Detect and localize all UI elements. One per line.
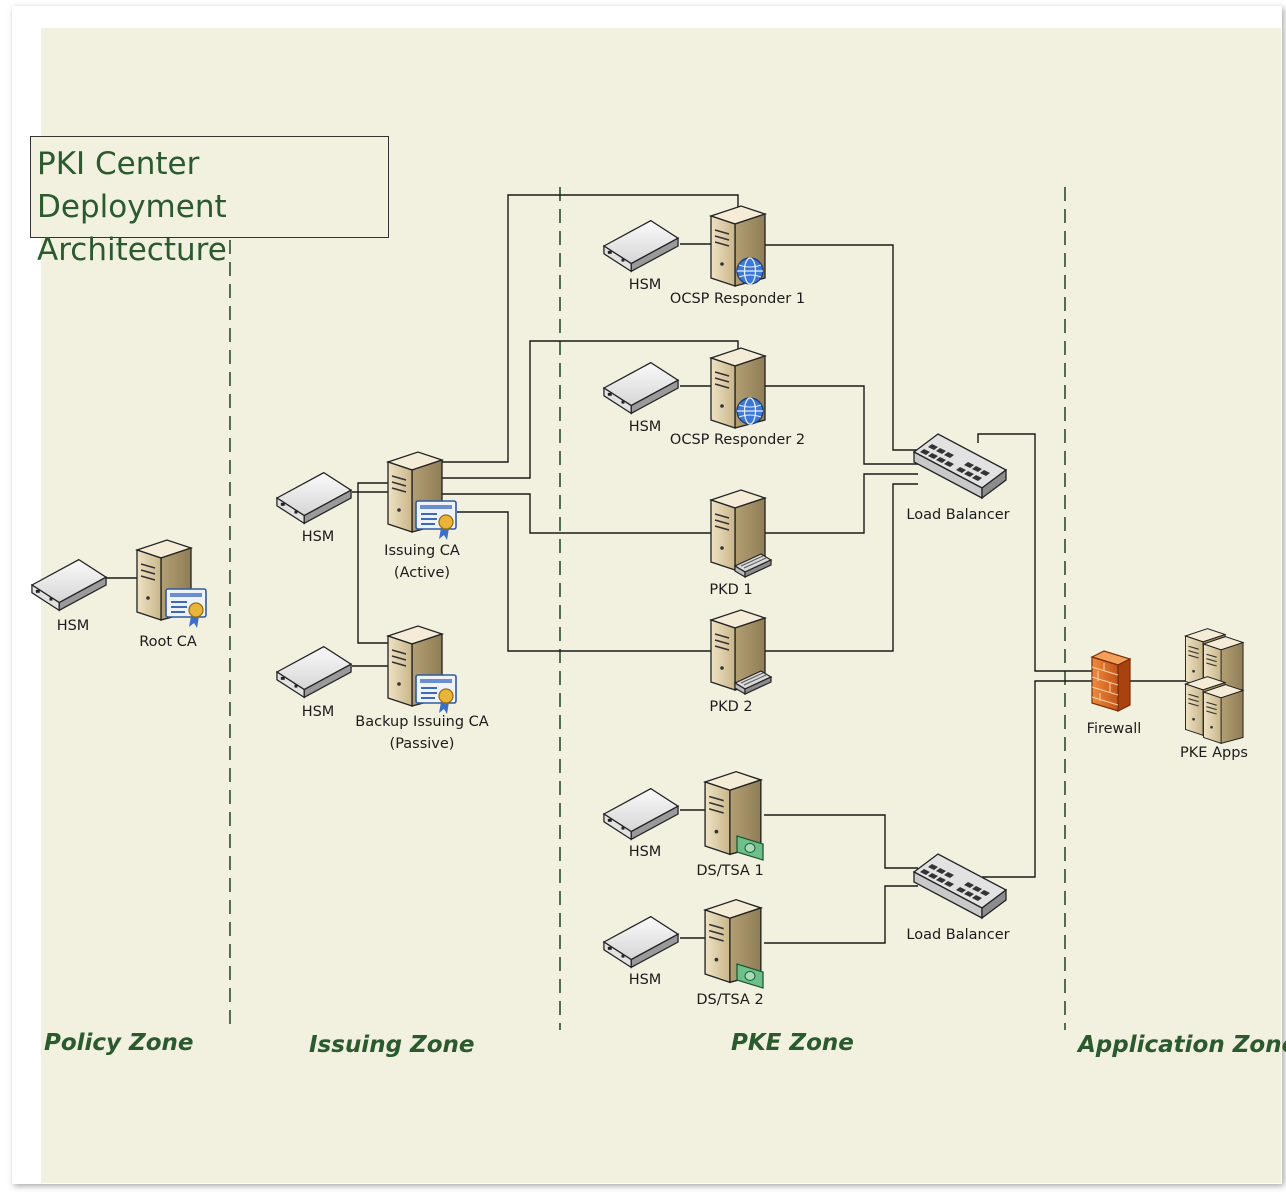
load-balancer-bottom-label: Load Balancer	[906, 927, 1010, 943]
ocsp2-label: OCSP Responder 2	[669, 432, 806, 448]
root-ca-label: Root CA	[139, 634, 197, 650]
hsm-ocsp2-label: HSM	[628, 419, 662, 435]
diagram-title-box: PKI Center Deployment Architecture	[30, 136, 389, 268]
hsm-backup-label: HSM	[301, 704, 335, 720]
hsm-issuing-icon	[276, 471, 352, 524]
application-zone-label: Application Zone	[1078, 1032, 1286, 1058]
issuing-ca-state-label: (Active)	[393, 565, 451, 581]
hsm-ds1-label: HSM	[628, 844, 662, 860]
hsm-ds2-label: HSM	[628, 972, 662, 988]
backup-ca-certificate-icon	[415, 674, 457, 715]
pkd1-label: PKD 1	[709, 582, 753, 598]
pkd2-label: PKD 2	[709, 699, 753, 715]
hsm-ocsp2-icon	[603, 361, 679, 415]
pke-zone-label: PKE Zone	[731, 1030, 854, 1056]
backup-ca-state-label: (Passive)	[389, 736, 455, 752]
ds2-label: DS/TSA 2	[696, 992, 764, 1008]
network-connections	[105, 194, 1188, 944]
ocsp2-globe-icon	[736, 397, 764, 425]
hsm-ocsp1-label: HSM	[628, 277, 662, 293]
pke-apps-label: PKE Apps	[1180, 745, 1248, 761]
issuing-zone-label: Issuing Zone	[309, 1032, 475, 1058]
hsm-root-label: HSM	[56, 618, 90, 634]
ds1-label: DS/TSA 1	[696, 863, 764, 879]
issuing-ca-certificate-icon	[415, 500, 457, 541]
ocsp1-label: OCSP Responder 1	[669, 291, 806, 307]
hsm-ds2-icon	[603, 916, 679, 968]
policy-zone-label: Policy Zone	[44, 1030, 194, 1056]
ocsp1-globe-icon	[736, 257, 764, 285]
hsm-issuing-label: HSM	[301, 529, 335, 545]
load-balancer-top-label: Load Balancer	[906, 507, 1010, 523]
hsm-ocsp1-icon	[603, 219, 679, 273]
root-ca-certificate-icon	[165, 588, 207, 629]
issuing-ca-label: Issuing CA	[384, 543, 460, 559]
backup-ca-label: Backup Issuing CA	[355, 714, 489, 730]
hsm-ds1-icon	[603, 788, 679, 840]
load-balancer-bottom-icon	[913, 853, 1007, 919]
hsm-backup-icon	[276, 646, 352, 698]
hsm-root-icon	[31, 559, 107, 611]
pke-apps-cluster-icon	[1184, 628, 1244, 744]
load-balancer-top-icon	[913, 433, 1007, 499]
firewall-label: Firewall	[1086, 721, 1142, 737]
diagram-title: PKI Center Deployment Architecture	[37, 146, 227, 268]
firewall-icon	[1091, 650, 1131, 712]
zone-dividers	[229, 187, 1066, 1030]
